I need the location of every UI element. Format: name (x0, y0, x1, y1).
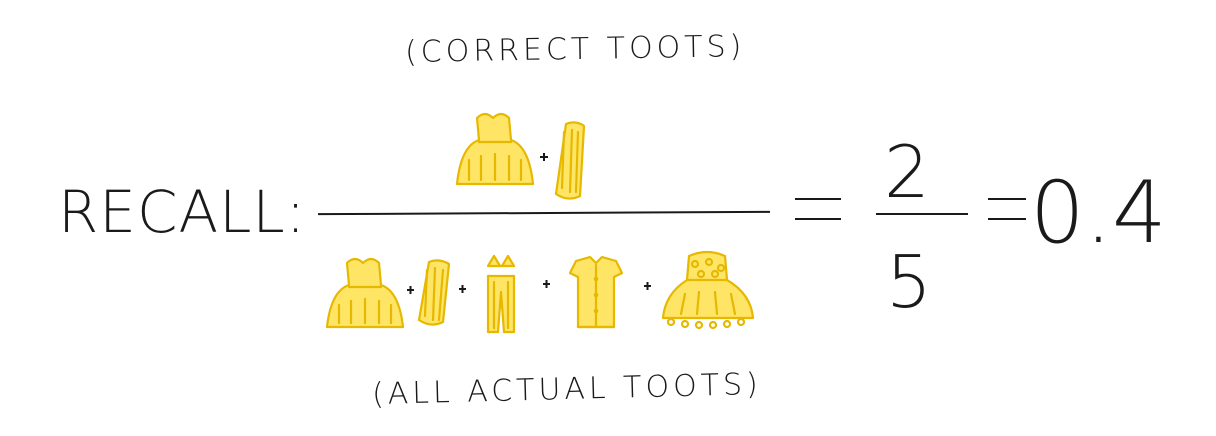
denominator-value: 5 (886, 240, 934, 324)
equals-sign-2-top (988, 198, 1026, 200)
equals-sign-bottom (795, 218, 841, 220)
recall-label: RECALL: (58, 178, 307, 246)
equals-sign-top (795, 198, 841, 200)
plus-icon (407, 286, 414, 294)
plus-icon (543, 280, 550, 288)
plus-icon (644, 282, 651, 290)
shirt-dress-icon (568, 255, 624, 329)
bikini-pants-icon (486, 254, 516, 334)
plus-icon (459, 285, 466, 293)
scarf-icon (417, 259, 451, 326)
strapless-dress-icon (455, 112, 535, 186)
small-fraction-bar (876, 213, 968, 215)
equals-sign-2-bottom (988, 218, 1026, 220)
polka-dot-dress-icon (661, 250, 755, 330)
strapless-dress-icon (325, 257, 405, 329)
result-value: 0.4 (1030, 163, 1167, 263)
plus-icon (540, 153, 548, 161)
scarf-icon (554, 121, 586, 200)
numerator-value: 2 (884, 130, 932, 214)
